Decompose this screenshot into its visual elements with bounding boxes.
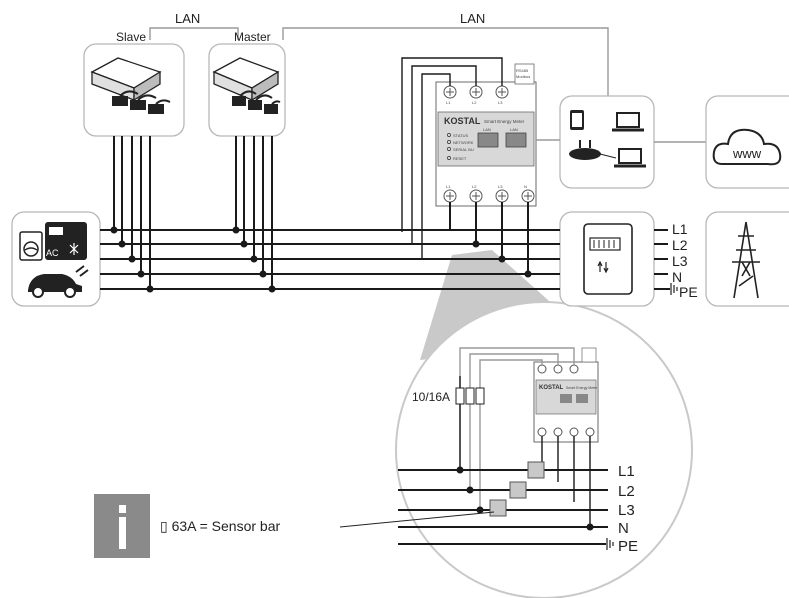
meter-lan-1: LAN: [483, 127, 491, 132]
term-top-l1: L1: [446, 100, 451, 105]
line-label-n: N: [672, 269, 682, 285]
slave-label: Slave: [116, 30, 146, 44]
term-bot-l1: L1: [446, 184, 451, 189]
term-top-l2: L2: [472, 100, 477, 105]
zoom-circle: [395, 301, 693, 598]
meter-reset: RESET: [453, 156, 467, 161]
lan-label-right: LAN: [460, 11, 485, 26]
slave-drop-wires: [110, 136, 154, 293]
info-note: ▯ 63A = Sensor bar: [94, 494, 495, 558]
master-inverter-icon: [212, 57, 281, 114]
zoom-detail: KOSTAL Smart Energy Meter 10/16A: [398, 347, 638, 555]
zoom-label-l1: L1: [618, 463, 635, 480]
zoom-label-pe: PE: [618, 538, 638, 555]
main-bus-lines: [100, 229, 678, 295]
meter-rs485: RS485: [516, 68, 529, 73]
smart-energy-meter: RS485 Modbus L1 L2 L3 KOSTAL Smart Energ…: [435, 63, 537, 207]
term-bot-l2: L2: [472, 184, 477, 189]
master-drop-wires: [232, 136, 276, 293]
line-label-l3: L3: [672, 253, 688, 269]
meter-sense-wires: [401, 57, 503, 259]
term-bot-l3: L3: [498, 184, 503, 189]
network-box: [559, 95, 655, 189]
line-label-pe: PE: [679, 284, 698, 300]
www-label: www: [732, 146, 762, 161]
line-label-l2: L2: [672, 237, 688, 253]
slave-inverter-icon: [90, 57, 171, 114]
meter-brand: KOSTAL: [444, 116, 481, 126]
power-grid-box: [705, 211, 789, 307]
cloud-www-icon: www: [712, 128, 782, 166]
term-top-l3: L3: [498, 100, 503, 105]
zoom-label-n: N: [618, 520, 629, 537]
info-text: ▯ 63A = Sensor bar: [160, 518, 281, 534]
meter-lan-2: LAN: [510, 127, 518, 132]
zoom-meter-brand: KOSTAL: [539, 385, 564, 391]
lan-label-left: LAN: [175, 11, 200, 26]
zoom-label-l2: L2: [618, 483, 635, 500]
zoom-label-l3: L3: [618, 502, 635, 519]
consumers-icon: AC: [19, 222, 89, 298]
network-devices-icon: [569, 110, 646, 168]
zoom-meter-name: Smart Energy Meter: [566, 386, 598, 390]
line-label-l1: L1: [672, 221, 688, 237]
meter-bus-wires: [449, 202, 532, 278]
meter-status: STATUS: [453, 133, 469, 138]
fuse-label: 10/16A: [412, 390, 450, 404]
master-label: Master: [234, 30, 271, 44]
electricity-meter-icon: [583, 223, 633, 295]
meter-serial: SERIAL BU: [453, 147, 474, 152]
term-bot-n: N: [524, 184, 527, 189]
meter-network: NETWORK: [453, 140, 474, 145]
meter-name: Smart Energy Meter: [484, 119, 525, 124]
ac-label: AC: [46, 248, 59, 258]
power-pylon-icon: [732, 221, 760, 299]
meter-modbus: Modbus: [516, 74, 530, 79]
